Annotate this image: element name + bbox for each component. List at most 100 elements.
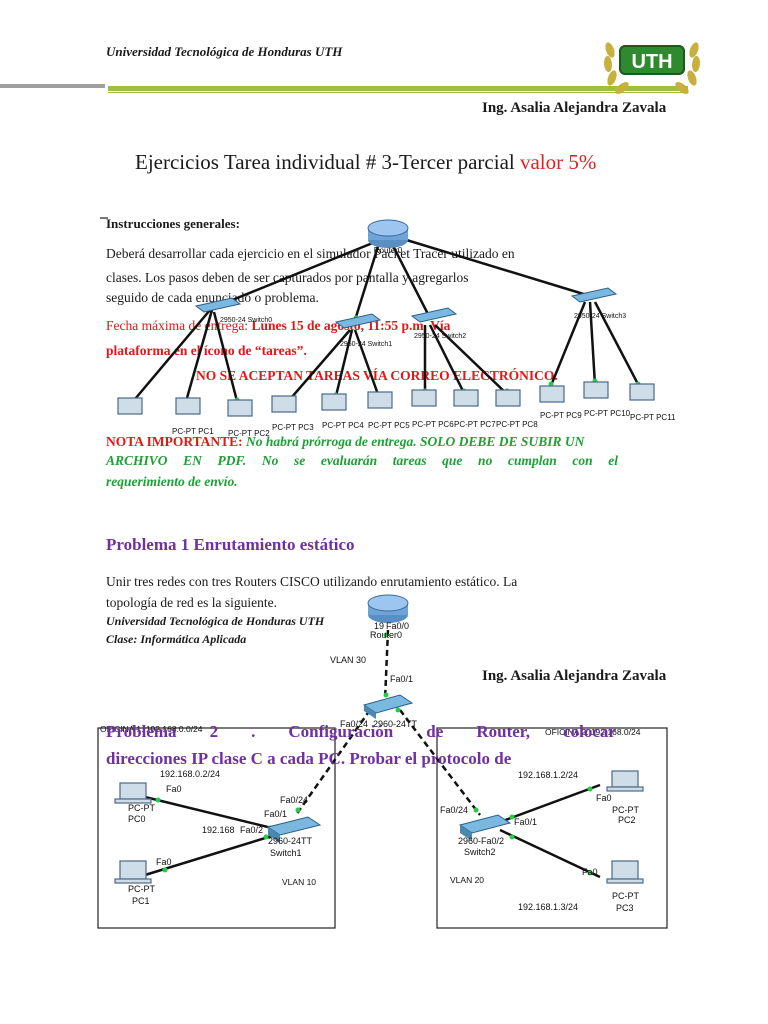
- switch-icon: [458, 814, 512, 841]
- text-cursor: [100, 217, 108, 219]
- p2-word-5: de: [426, 722, 444, 741]
- header-university: Universidad Tecnológica de Honduras UTH: [106, 44, 343, 59]
- instructions-line-1: Deberá desarrollar cada ejercicio en el …: [106, 246, 515, 261]
- router0-label: Router0: [374, 246, 403, 255]
- svg-text:PC-PT: PC-PT: [612, 805, 640, 815]
- svg-text:2950-24 Switch1: 2950-24 Switch1: [340, 341, 392, 348]
- svg-text:PC-PT PC2: PC-PT PC2: [228, 429, 270, 438]
- network-topology-2: OFICINA 1: 192.168.0.0/24 OFICINA 2: 192…: [97, 594, 668, 929]
- svg-text:Fa0/24: Fa0/24: [280, 795, 308, 805]
- problem-2-line-2: direcciones IP clase C a cada PC. Probar…: [106, 749, 512, 768]
- svg-text:PC-PT PC9: PC-PT PC9: [540, 411, 582, 420]
- svg-text:PC1: PC1: [132, 896, 150, 906]
- svg-text:PC-PT PC6: PC-PT PC6: [412, 420, 454, 429]
- p2-word-6: Router,: [476, 722, 531, 741]
- switch-icons: [194, 287, 618, 329]
- svg-text:PC-PT PC11: PC-PT PC11: [630, 413, 676, 422]
- svg-text:Fa0/0: Fa0/0: [386, 621, 409, 631]
- uth-logo: UTH: [603, 42, 701, 94]
- author-name: Ing. Asalia Alejandra Zavala: [482, 100, 667, 116]
- router-icon: [367, 594, 409, 623]
- svg-text:PC-PT PC1: PC-PT PC1: [172, 427, 214, 436]
- svg-text:192.168: 192.168: [202, 825, 235, 835]
- svg-text:VLAN 20: VLAN 20: [450, 875, 484, 885]
- svg-text:19: 19: [374, 621, 384, 631]
- svg-text:PC0: PC0: [128, 814, 146, 824]
- svg-text:Fa0/24: Fa0/24: [440, 805, 468, 815]
- svg-text:Fa0/1: Fa0/1: [390, 674, 413, 684]
- svg-text:PC2: PC2: [618, 815, 636, 825]
- svg-text:Fa0: Fa0: [596, 793, 612, 803]
- pc-icons: [117, 381, 655, 417]
- problem-1-text-1: Unir tres redes con tres Routers CISCO u…: [106, 574, 518, 589]
- svg-text:Router0: Router0: [370, 630, 402, 640]
- router-icon: Router0: [367, 219, 409, 255]
- page-title: Ejercicios Tarea individual # 3-Tercer p…: [135, 150, 596, 175]
- switch-icon: [362, 694, 414, 719]
- svg-text:2960-Fa0/2: 2960-Fa0/2: [458, 836, 504, 846]
- network-topology-1: Router0 2950-24 Switch0 2950-24 Switch1 …: [117, 219, 676, 438]
- svg-text:Fa0/2: Fa0/2: [240, 825, 263, 835]
- note-line-1: No habrá prórroga de entrega. SOLO DEBE …: [242, 434, 585, 449]
- svg-text:2950-24 Switch0: 2950-24 Switch0: [220, 317, 272, 324]
- svg-text:2960-24TT: 2960-24TT: [268, 836, 313, 846]
- logo-text: UTH: [631, 51, 672, 73]
- note-label: NOTA IMPORTANTE:: [106, 434, 243, 449]
- svg-text:PC-PT PC4: PC-PT PC4: [322, 421, 364, 430]
- svg-text:PC-PT PC3: PC-PT PC3: [272, 423, 314, 432]
- svg-text:Fa0/1: Fa0/1: [264, 809, 287, 819]
- p2-word-2: 2: [209, 722, 219, 741]
- header-divider-green-thin: [108, 92, 688, 93]
- footer-author: Ing. Asalia Alejandra Zavala: [482, 668, 667, 684]
- svg-text:192.168.1.2/24: 192.168.1.2/24: [518, 770, 578, 780]
- problem-1-text-2: topología de red es la siguiente.: [106, 595, 277, 610]
- p2-word-4: Configuración: [288, 722, 394, 741]
- no-email-notice: NO SE ACEPTAN TAREAS VÍA CORREO ELECTRÓN…: [196, 368, 558, 383]
- title-main: Ejercicios Tarea individual # 3-Tercer p…: [135, 150, 520, 174]
- p2-word-7: colocar: [563, 722, 616, 741]
- header-divider-gray: [0, 84, 105, 88]
- svg-text:VLAN 10: VLAN 10: [282, 877, 316, 887]
- note-line-2: ARCHIVO EN PDF. No se evaluarán tareas q…: [106, 453, 618, 468]
- switch-icon: [266, 816, 322, 843]
- svg-text:2950-24 Switch3: 2950-24 Switch3: [574, 313, 626, 320]
- svg-text:PC-PT: PC-PT: [128, 803, 156, 813]
- problem-1-heading: Problema 1 Enrutamiento estático: [106, 535, 355, 554]
- svg-text:192.168.0.2/24: 192.168.0.2/24: [160, 769, 220, 779]
- p2-word-1: Problema: [106, 722, 177, 741]
- svg-text:Fa0: Fa0: [166, 784, 182, 794]
- svg-text:PC-PT PC10: PC-PT PC10: [584, 409, 631, 418]
- deadline-line-2: plataforma en el ícono de “tareas”.: [106, 343, 307, 358]
- svg-text:Fa0/24: Fa0/24: [340, 719, 368, 729]
- instructions-line-3: seguido de cada enunciado o problema.: [106, 290, 319, 305]
- footer-clase: Clase: Informática Aplicada: [106, 632, 247, 646]
- important-note: NOTA IMPORTANTE: No habrá prórroga de en…: [106, 430, 618, 454]
- svg-text:Fa0: Fa0: [582, 867, 598, 877]
- svg-text:PC-PT PC5: PC-PT PC5: [368, 421, 410, 430]
- svg-text:192.168.1.3/24: 192.168.1.3/24: [518, 902, 578, 912]
- svg-text:VLAN 30: VLAN 30: [330, 655, 366, 665]
- svg-text:OFICINA 1: 192.168.0.0/24: OFICINA 1: 192.168.0.0/24: [100, 724, 203, 734]
- laurel-wreath-icon: [603, 42, 701, 94]
- svg-text:Fa0: Fa0: [156, 857, 172, 867]
- deadline-label: Fecha máxima de entrega:: [106, 318, 249, 333]
- note-line-3: requerimiento de envío.: [106, 474, 238, 489]
- pc-icon: [114, 770, 644, 884]
- svg-text:Fa0/1: Fa0/1: [514, 817, 537, 827]
- svg-text:PC-PT PC7: PC-PT PC7: [454, 420, 496, 429]
- svg-text:Switch1: Switch1: [270, 848, 302, 858]
- svg-text:PC3: PC3: [616, 903, 634, 913]
- svg-text:2950-24 Switch2: 2950-24 Switch2: [414, 333, 466, 340]
- svg-text:PC-PT PC8: PC-PT PC8: [496, 420, 538, 429]
- title-value: valor 5%: [519, 150, 597, 174]
- svg-text:PC-PT: PC-PT: [612, 891, 640, 901]
- problem-2-line-1: Problema 2 . Configuración de Router, co…: [106, 722, 616, 742]
- svg-text:Switch2: Switch2: [464, 847, 496, 857]
- instructions-heading: Instrucciones generales:: [106, 216, 240, 231]
- p2-word-3: .: [251, 722, 256, 741]
- svg-text:OFICINA 2: 192.168.0/24: OFICINA 2: 192.168.0/24: [545, 727, 641, 737]
- svg-text:PC-PT: PC-PT: [128, 884, 156, 894]
- footer-university: Universidad Tecnológica de Honduras UTH: [106, 614, 325, 628]
- header-divider-green: [108, 86, 688, 91]
- svg-text:2960-24TT: 2960-24TT: [373, 719, 418, 729]
